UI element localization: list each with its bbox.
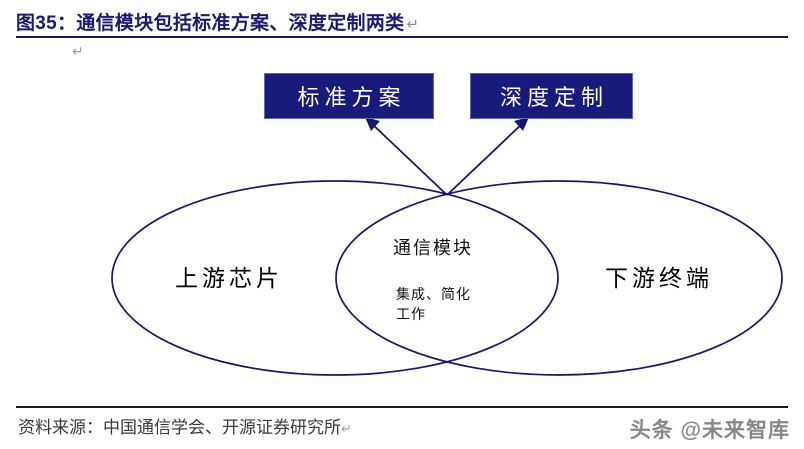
footer-divider xyxy=(16,406,788,408)
source-note-text: 资料来源：中国通信学会、开源证券研究所 xyxy=(18,418,341,437)
concept-box-custom[interactable]: 深度定制 xyxy=(470,73,633,119)
venn-diagram xyxy=(0,55,804,400)
venn-label-downstream: 下游终端 xyxy=(605,266,713,291)
venn-label-upstream: 上游芯片 xyxy=(175,266,283,291)
venn-circle-left xyxy=(111,180,559,376)
venn-label-overlap-title: 通信模块 xyxy=(393,238,473,258)
venn-overlap-detail-line2: 工作 xyxy=(396,308,426,323)
source-note: 资料来源：中国通信学会、开源证券研究所↵ xyxy=(18,413,352,438)
paragraph-mark-icon-source: ↵ xyxy=(341,422,352,437)
paragraph-mark-icon-blank: ↵ xyxy=(72,44,84,60)
page-title: 图35：通信模块包括标准方案、深度定制两类↵ xyxy=(16,8,419,35)
arrow-to-custom xyxy=(446,117,529,196)
arrow-to-standard xyxy=(365,117,448,196)
paragraph-mark-icon: ↵ xyxy=(406,16,420,33)
concept-box-standard-label: 标准方案 xyxy=(297,85,406,110)
header-divider xyxy=(16,36,788,38)
venn-svg xyxy=(111,117,783,376)
venn-overlap-detail: 集成、简化 工作 xyxy=(396,286,471,326)
concept-box-custom-label: 深度定制 xyxy=(499,85,608,110)
venn-overlap-detail-line1: 集成、简化 xyxy=(396,288,471,303)
venn-circle-right xyxy=(335,180,783,376)
concept-box-standard[interactable]: 标准方案 xyxy=(264,73,434,119)
figure-title-text: 图35：通信模块包括标准方案、深度定制两类 xyxy=(16,13,405,34)
watermark: 头条 @未来智库 xyxy=(629,419,790,442)
